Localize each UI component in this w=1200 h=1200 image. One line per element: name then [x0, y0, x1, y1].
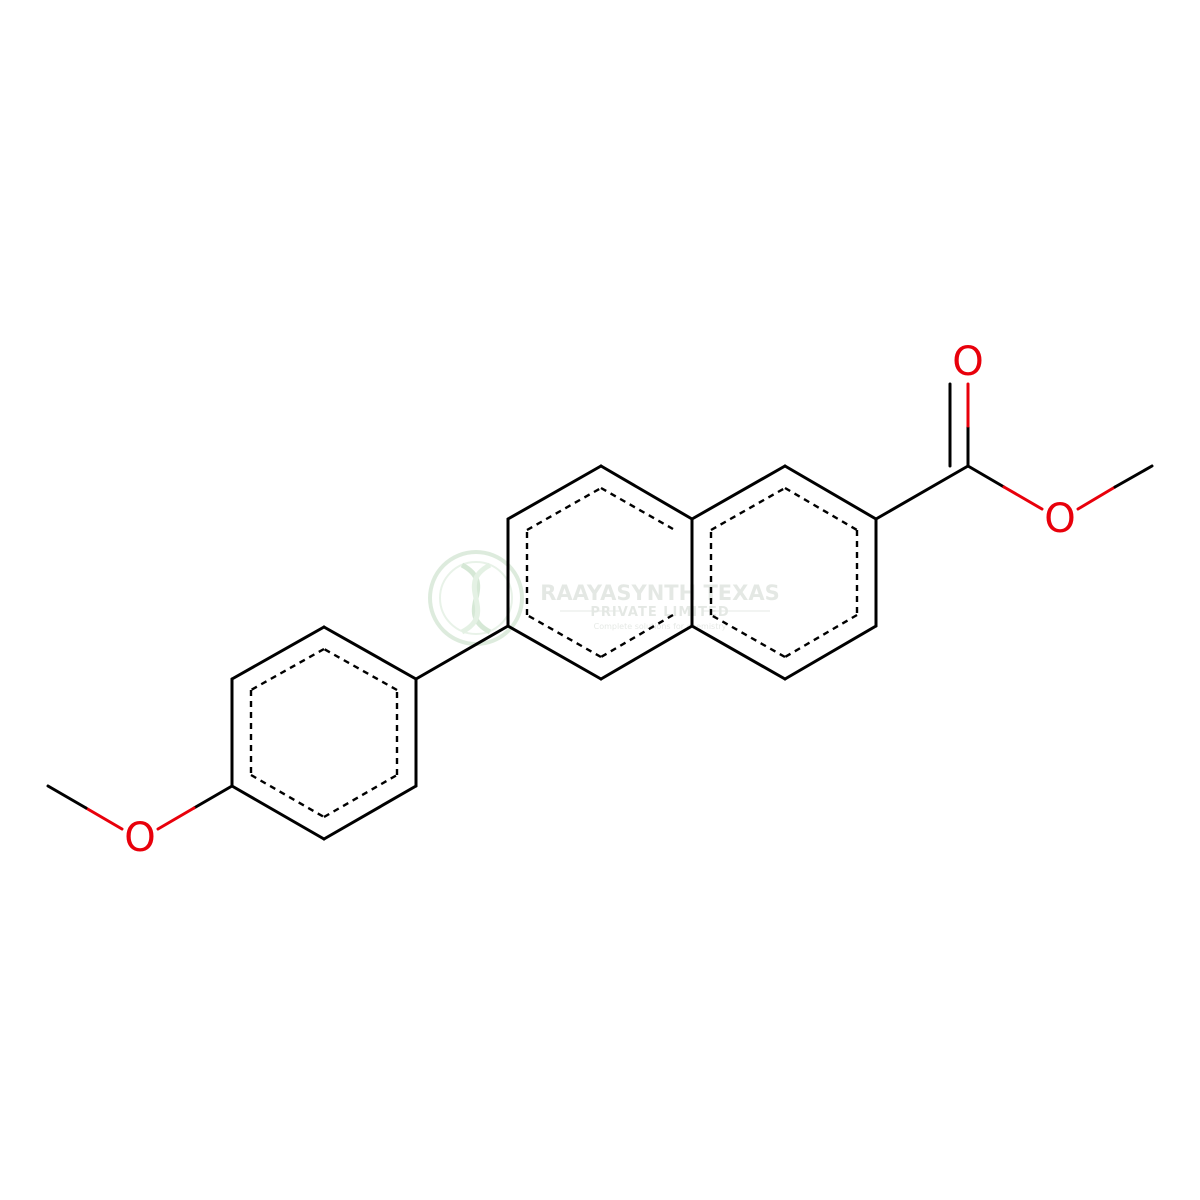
watermark-title: RAAYASYNTH TEXAS — [540, 581, 779, 605]
watermark-subtitle: PRIVATE LIMITED — [590, 605, 729, 620]
watermark: RAAYASYNTH TEXAS PRIVATE LIMITED Complet… — [428, 550, 780, 646]
watermark-tagline: Complete solutions for chemistry — [594, 622, 727, 631]
naphthalene-ring-right — [690, 464, 878, 681]
phenyl-ring — [230, 625, 418, 841]
carbonyl-oxygen-label: O — [952, 339, 983, 385]
ester-oxygen-label: O — [1044, 496, 1075, 542]
biaryl-bond — [414, 624, 510, 681]
methoxy-group: O — [46, 784, 234, 861]
naphthalene-ring-left — [506, 464, 694, 681]
methoxy-oxygen-label: O — [124, 815, 155, 861]
methyl-ester-group: O O — [874, 339, 1154, 542]
